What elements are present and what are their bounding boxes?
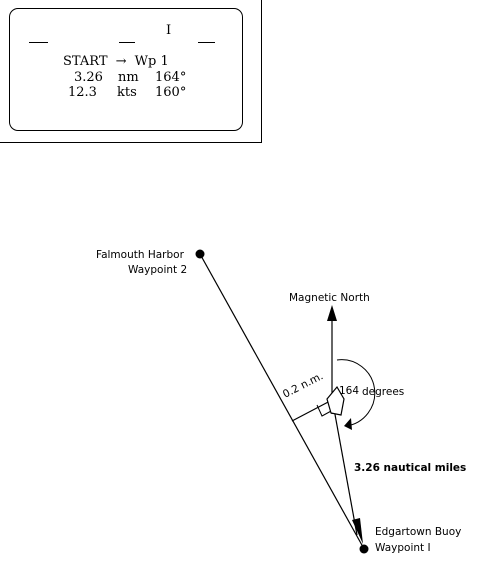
route-arrow: → [115,54,127,69]
track-arrowhead [352,518,363,544]
offset-label: 0.2 n.m. [281,370,325,400]
north-arrowhead [327,305,337,321]
planned-course-line [199,253,364,548]
waypoint-2-label: Waypoint 2 [128,264,187,276]
speed-unit: kts [117,85,137,100]
route-from: START [63,54,108,69]
lcd-segment [119,42,135,43]
lcd-status-mark: I [166,23,172,38]
course-value: 160° [155,85,187,100]
right-angle-marker [316,404,334,417]
actual-track-line [331,397,358,536]
boat-icon [326,385,345,416]
distance-unit: nm [118,70,139,85]
waypoint-2-marker [195,249,205,259]
lcd-segment [198,42,215,43]
speed-value: 12.3 [68,85,97,100]
angle-arrowhead [344,418,352,430]
north-label: Magnetic North [289,292,370,304]
distance-value: 3.26 [74,70,103,85]
route-line: START → Wp 1 [63,55,169,68]
gps-screen: I START → Wp 1 3.26 nm 164° 12.3 kts 160… [9,8,243,131]
waypoint-1-label: Waypoint I [375,542,431,554]
route-to: Wp 1 [134,54,169,69]
bearing-value: 164° [155,70,187,85]
waypoint-1-name: Edgartown Buoy [375,526,461,538]
waypoint-1-marker [359,544,369,554]
distance-label: 3.26 nautical miles [354,462,466,474]
lcd-segment [29,42,48,43]
angle-arc [336,359,376,427]
gps-display-panel: I START → Wp 1 3.26 nm 164° 12.3 kts 160… [0,0,262,143]
angle-unit: degrees [362,386,404,398]
waypoint-2-name: Falmouth Harbor [96,249,185,261]
cross-track-offset-line [291,399,333,422]
angle-value: 164 [339,385,359,397]
